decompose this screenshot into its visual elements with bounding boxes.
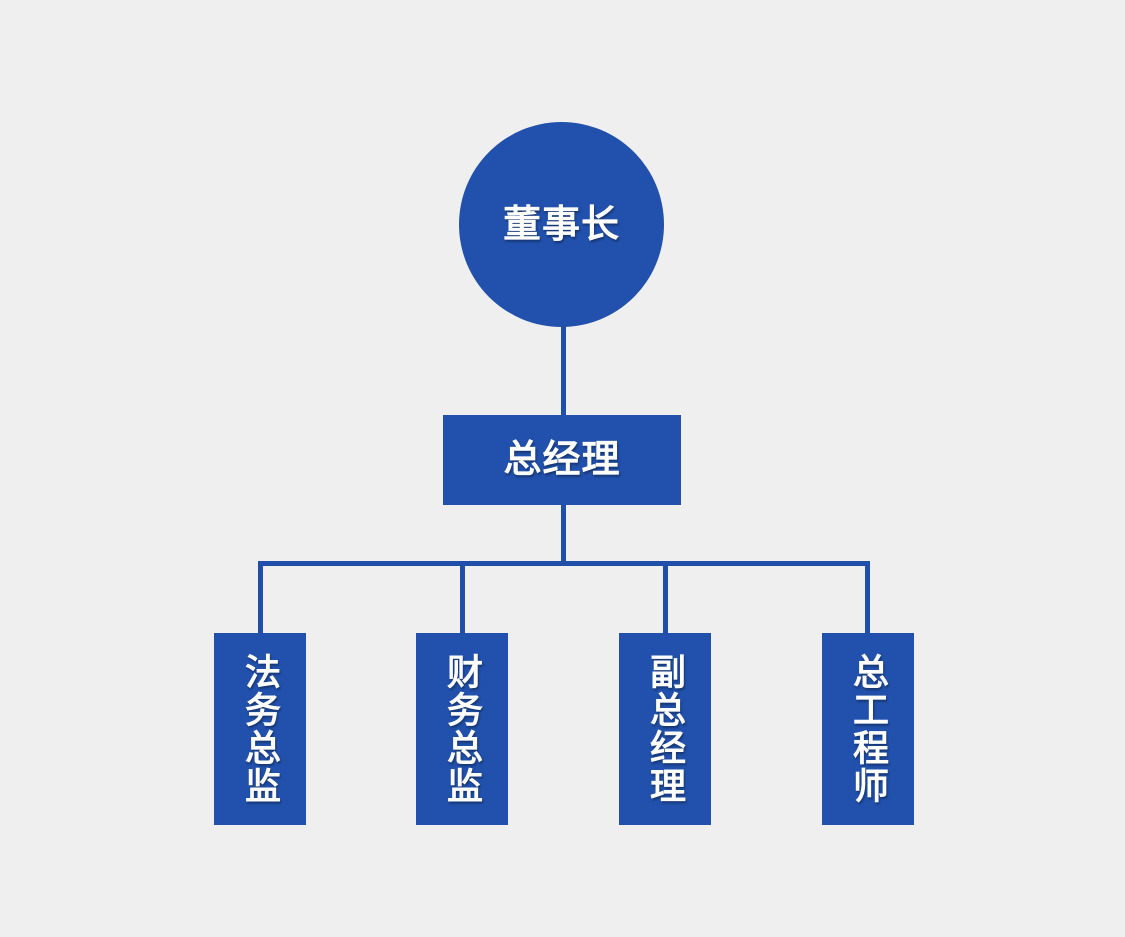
connector-bus-to-finance-director xyxy=(460,561,465,633)
finance-director-label: 财务总监 xyxy=(442,653,483,805)
connector-chairman-to-gm xyxy=(561,320,566,415)
org-node-finance-director: 财务总监 xyxy=(416,633,508,825)
deputy-general-manager-label: 副总经理 xyxy=(645,653,686,805)
connector-gm-to-bus xyxy=(561,505,566,563)
org-node-deputy-general-manager: 副总经理 xyxy=(619,633,711,825)
org-node-chairman: 董事长 xyxy=(459,122,664,327)
chairman-label: 董事长 xyxy=(502,203,620,246)
connector-bus-to-chief-engineer xyxy=(865,561,870,633)
org-node-chief-engineer: 总工程师 xyxy=(822,633,914,825)
connector-bus-to-legal-director xyxy=(258,561,263,633)
connector-bus-to-deputy-gm xyxy=(663,561,668,633)
connector-horizontal-bus xyxy=(258,561,870,566)
general-manager-label: 总经理 xyxy=(503,439,621,481)
chief-engineer-label: 总工程师 xyxy=(848,653,889,805)
org-node-general-manager: 总经理 xyxy=(443,415,681,505)
org-node-legal-director: 法务总监 xyxy=(214,633,306,825)
legal-director-label: 法务总监 xyxy=(240,653,281,805)
